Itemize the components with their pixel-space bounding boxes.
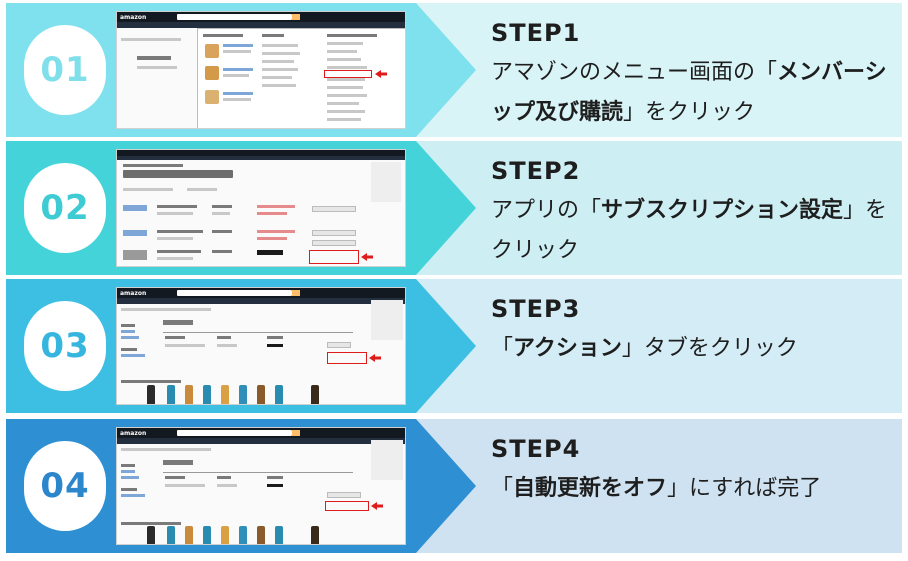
step-2: 02 STEP2 アプリの「サブスク bbox=[6, 141, 902, 275]
step-1-description: アマゾンのメニュー画面の「メンバーシップ及び購読」をクリック bbox=[491, 60, 887, 125]
action-tab-highlight bbox=[327, 352, 367, 364]
search-icon bbox=[292, 14, 300, 20]
step-4-number-badge: 04 bbox=[24, 441, 106, 531]
step-3-screenshot: amazon bbox=[116, 287, 406, 405]
step-1-title: STEP1 bbox=[491, 19, 581, 47]
step-3-description: 「アクション」タブをクリック bbox=[491, 336, 798, 361]
step-1-number-badge: 01 bbox=[24, 25, 106, 115]
step-1: 01 amazon bbox=[6, 3, 902, 137]
step-2-screenshot bbox=[116, 149, 406, 267]
step-2-number-badge: 02 bbox=[24, 163, 106, 253]
step-4: 04 amazon bbox=[6, 419, 902, 553]
step-1-screenshot: amazon bbox=[116, 11, 406, 129]
step-4-screenshot: amazon bbox=[116, 427, 406, 545]
step-2-number: 02 bbox=[40, 188, 90, 228]
auto-renew-off-highlight bbox=[325, 501, 369, 511]
search-bar bbox=[177, 14, 292, 20]
step-3-number: 03 bbox=[40, 326, 90, 366]
step-2-title: STEP2 bbox=[491, 157, 581, 185]
search-bar bbox=[177, 290, 292, 296]
amazon-logo: amazon bbox=[120, 290, 147, 297]
step-1-text: STEP1 アマゾンのメニュー画面の「メンバーシップ及び購読」をクリック bbox=[491, 19, 901, 133]
step-3: 03 amazon bbox=[6, 279, 902, 413]
step-1-number: 01 bbox=[40, 50, 90, 90]
search-bar bbox=[177, 430, 292, 436]
amazon-logo: amazon bbox=[120, 430, 147, 437]
red-arrow-icon bbox=[371, 502, 383, 510]
step-3-number-badge: 03 bbox=[24, 301, 106, 391]
amazon-logo: amazon bbox=[120, 14, 147, 21]
membership-link-highlight bbox=[324, 70, 372, 78]
step-3-title: STEP3 bbox=[491, 295, 581, 323]
subscription-settings-highlight bbox=[309, 250, 359, 264]
red-arrow-icon bbox=[369, 354, 381, 362]
step-4-title: STEP4 bbox=[491, 435, 581, 463]
membership-page-heading bbox=[123, 170, 233, 178]
red-arrow-icon bbox=[361, 253, 373, 261]
step-4-number: 04 bbox=[40, 466, 90, 506]
step-3-text: STEP3 「アクション」タブをクリック bbox=[491, 295, 901, 369]
step-4-description: 「自動更新をオフ」にすれば完了 bbox=[491, 476, 822, 501]
step-2-text: STEP2 アプリの「サブスクリプション設定」をクリック bbox=[491, 157, 901, 271]
step-4-text: STEP4 「自動更新をオフ」にすれば完了 bbox=[491, 435, 901, 509]
search-icon bbox=[292, 430, 300, 436]
search-icon bbox=[292, 290, 300, 296]
step-2-description: アプリの「サブスクリプション設定」をクリック bbox=[491, 198, 888, 263]
red-arrow-icon bbox=[375, 70, 387, 78]
